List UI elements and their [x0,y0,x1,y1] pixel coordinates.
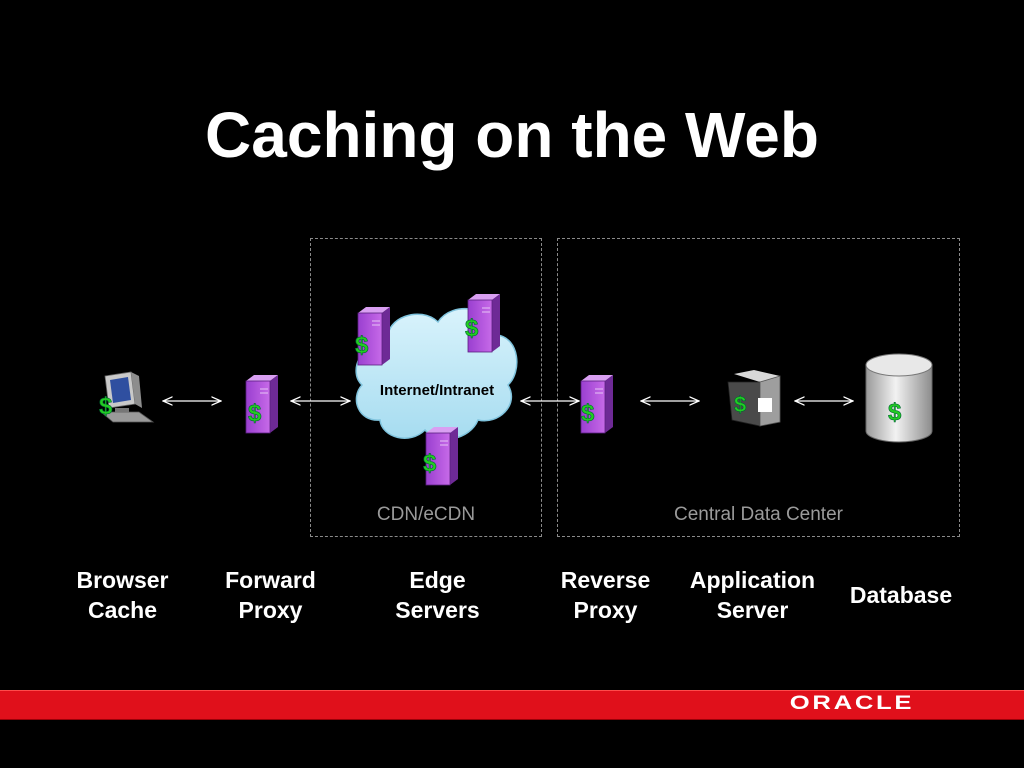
reverse-proxy-server-icon: $ [580,375,613,434]
edge-server-icon: $ [355,307,390,366]
svg-text:$: $ [423,450,437,477]
cdn-region: CDN/eCDN [310,238,542,537]
datacenter-region-label: Central Data Center [674,504,843,525]
cdn-region-label: CDN/eCDN [376,504,476,525]
svg-text:$: $ [581,400,595,427]
slide-title: Caching on the Web [205,99,819,171]
architecture-diagram: Internet/Intranet $ $ $ $ [99,294,933,486]
datacenter-region: Central Data Center [557,238,960,537]
svg-text:$: $ [355,332,369,359]
svg-text:$: $ [734,392,746,417]
edge-server-icon: $ [423,427,458,486]
database-cylinder-icon: $ [865,353,933,443]
forward-proxy-server-icon: $ [245,375,278,434]
oracle-logo: ORACLE [789,693,914,714]
tier-label-database: Database [849,582,953,608]
svg-text:$: $ [248,400,262,427]
tier-label-browser-cache: Browser Cache [76,567,169,623]
svg-text:$: $ [465,315,479,342]
application-server-icon: $ [727,370,781,427]
edge-server-icon: $ [465,294,500,353]
tier-label-reverse-proxy: Reverse Proxy [560,567,651,623]
footer-bar: ORACLE [0,690,1024,720]
tier-label-application-server: Application Server [689,567,816,623]
desktop-computer-icon: $ [99,371,155,423]
tier-label-edge-servers: Edge Servers [395,567,480,623]
tier-label-forward-proxy: Forward Proxy [225,567,316,623]
svg-text:$: $ [888,399,902,426]
cloud-label: Internet/Intranet [380,382,494,399]
svg-text:$: $ [99,393,113,420]
